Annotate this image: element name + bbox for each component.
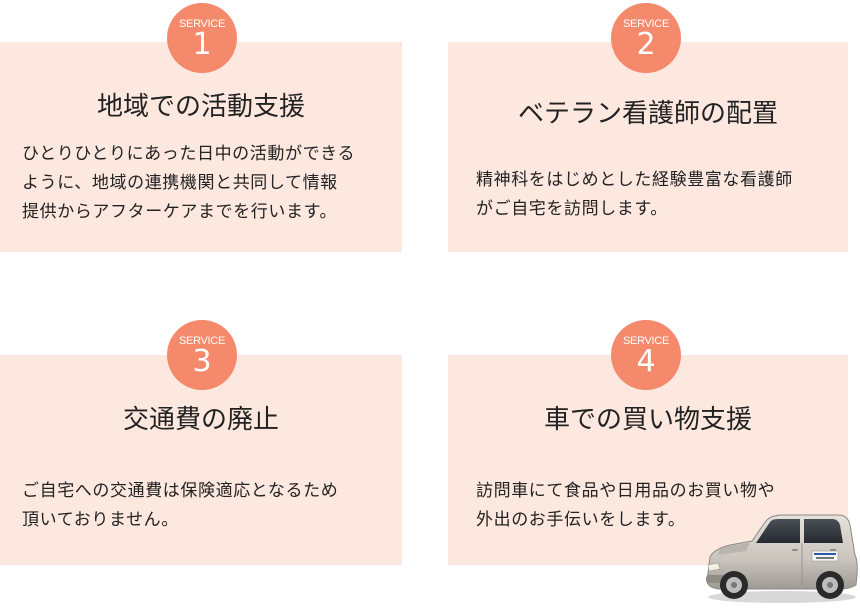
service-2-description: 精神科をはじめとした経験豊富な看護師 がご自宅を訪問します。	[476, 166, 834, 224]
service-3-title: 交通費の廃止	[122, 405, 279, 435]
service-4-badge: SERVICE 4	[611, 320, 681, 390]
service-card-4: 車での買い物支援 訪問車にて食品や日用品のお買い物や 外出のお手伝いをします。	[448, 355, 848, 565]
service-4-description: 訪問車にて食品や日用品のお買い物や 外出のお手伝いをします。	[476, 477, 834, 535]
service-1-number: 1	[192, 27, 212, 62]
service-2-badge: SERVICE 2	[611, 3, 681, 73]
service-1-line-3: 提供からアフターケアまでを行います。	[22, 202, 338, 222]
service-card-1: 地域での活動支援 ひとりひとりにあった日中の活動ができる ように、地域の連携機関…	[0, 42, 402, 252]
service-4-title: 車での買い物支援	[543, 405, 752, 435]
service-3-description: ご自宅への交通費は保険適応となるため 頂いておりません。	[22, 477, 388, 535]
service-4-line-1: 訪問車にて食品や日用品のお買い物や	[476, 481, 776, 501]
service-3-number: 3	[192, 344, 212, 379]
service-2-line-1: 精神科をはじめとした経験豊富な看護師	[476, 170, 793, 190]
service-3-line-1: ご自宅への交通費は保険適応となるため	[22, 481, 339, 501]
service-2-title: ベテラン看護師の配置	[517, 99, 778, 129]
service-1-description: ひとりひとりにあった日中の活動ができる ように、地域の連携機関と共同して情報 提…	[22, 140, 388, 227]
service-4-line-2: 外出のお手伝いをします。	[476, 510, 686, 530]
service-4-number: 4	[636, 344, 656, 379]
service-card-3: 交通費の廃止 ご自宅への交通費は保険適応となるため 頂いておりません。	[0, 355, 402, 565]
service-2-line-2: がご自宅を訪問します。	[476, 199, 668, 219]
service-1-line-1: ひとりひとりにあった日中の活動ができる	[22, 144, 356, 164]
car-icon	[706, 514, 858, 603]
service-1-title: 地域での活動支援	[96, 92, 305, 122]
service-4-badge-label: SERVICE	[623, 335, 669, 347]
service-1-badge-label: SERVICE	[179, 18, 225, 30]
service-3-badge: SERVICE 3	[167, 320, 237, 390]
service-1-line-2: ように、地域の連携機関と共同して情報	[22, 173, 338, 193]
service-2-badge-label: SERVICE	[623, 18, 669, 30]
service-3-line-2: 頂いておりません。	[22, 510, 179, 530]
service-card-2: ベテラン看護師の配置 精神科をはじめとした経験豊富な看護師 がご自宅を訪問します…	[448, 42, 848, 252]
service-1-badge: SERVICE 1	[167, 3, 237, 73]
service-3-badge-label: SERVICE	[179, 335, 225, 347]
service-2-number: 2	[636, 27, 656, 62]
